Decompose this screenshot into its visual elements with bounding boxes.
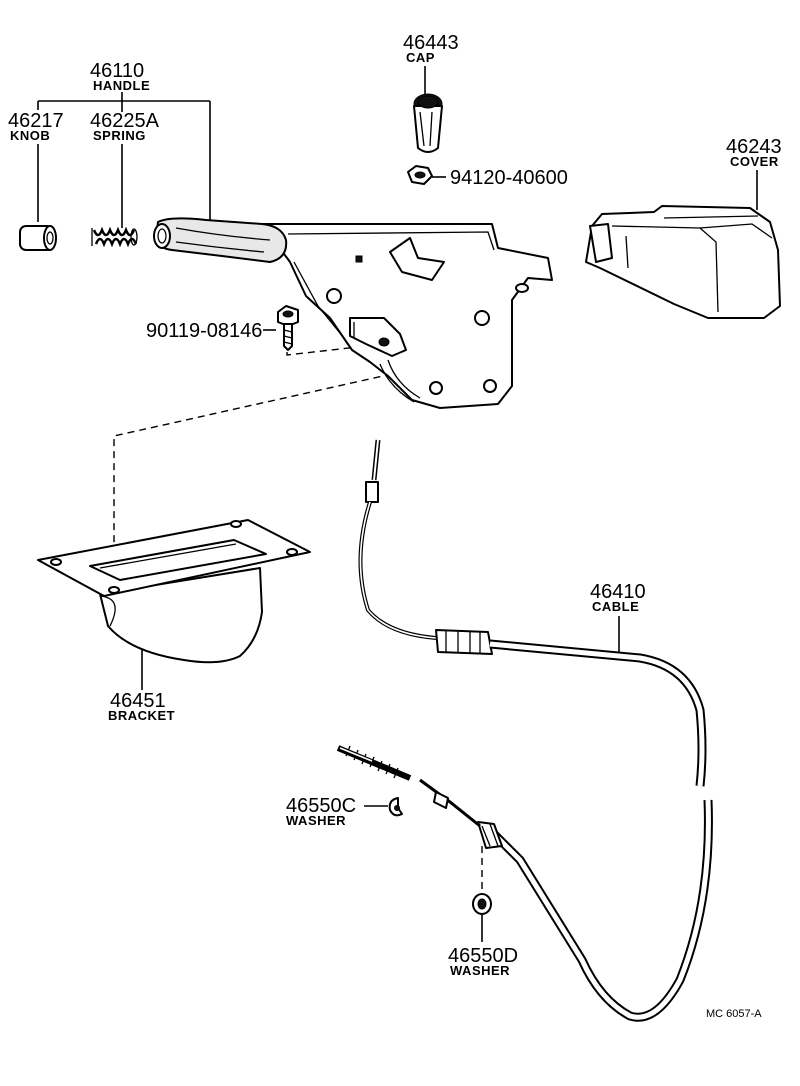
cap-part-name: CAP [406,50,435,65]
nut-part-number: 94120-40600 [450,167,568,189]
cable-part-number: 46410 [590,581,646,603]
cover-part-number: 46243 [726,136,782,158]
spring-part-number: 46225A [90,110,160,132]
cap-label: 46443 CAP [403,32,459,65]
washer-d-label: 46550D WASHER [448,945,518,978]
washer-d-part-number: 46550D [448,945,518,967]
bracket-label: 46451 BRACKET [108,690,175,723]
nut-icon [407,165,433,185]
washer-d-icon [472,893,492,915]
spring-icon [91,226,138,248]
cover-label: 46243 COVER [726,136,782,169]
washer-c-part-number: 46550C [286,795,356,817]
cable-label: 46410 CABLE [590,581,646,614]
bolt-part-number: 90119-08146 [146,320,262,342]
cable-icon [336,439,713,1022]
knob-part-name: KNOB [10,128,50,143]
knob-part-number: 46217 [8,110,64,132]
leader-lines [37,66,758,942]
cover-part-name: COVER [730,154,779,169]
handle-lever-assembly [153,217,553,409]
knob-label: 46217 KNOB [8,110,64,143]
cable-part-name: CABLE [592,599,639,614]
washer-d-part-name: WASHER [450,963,510,978]
bracket-icon [37,519,311,664]
handle-part-name: HANDLE [93,78,150,93]
cap-part-number: 46443 [403,32,459,54]
bolt-icon [277,305,299,351]
bracket-part-number: 46451 [110,690,166,712]
knob-icon [19,225,57,251]
spring-label: 46225A SPRING [90,110,160,143]
handle-part-number: 46110 [90,60,144,82]
washer-c-icon [388,797,403,817]
diagram-code: MC 6057-A [706,1008,762,1020]
cap-icon [413,93,443,153]
washer-c-label: 46550C WASHER [286,795,356,828]
spring-part-name: SPRING [93,128,146,143]
bracket-part-name: BRACKET [108,708,175,723]
cover-icon [585,205,781,319]
washer-c-part-name: WASHER [286,813,346,828]
handle-label: 46110 HANDLE [90,60,150,93]
